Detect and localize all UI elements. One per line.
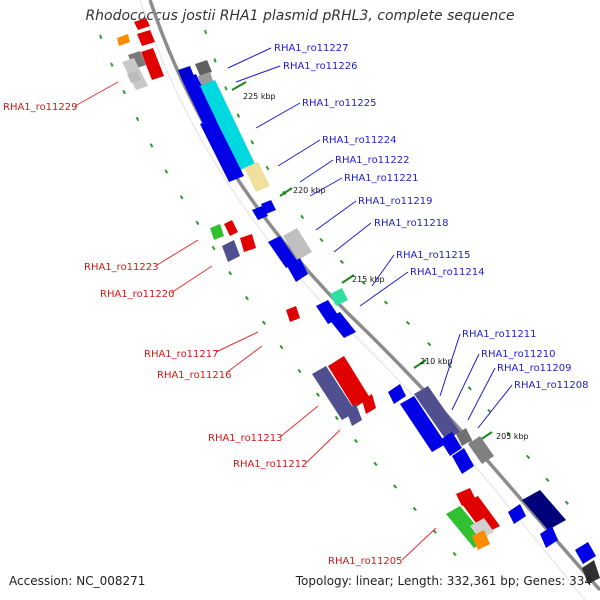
- gene-cluster-218[interactable]: [222, 228, 312, 282]
- accession-text: Accession: NC_008271: [9, 574, 146, 588]
- gene-cluster-top[interactable]: [117, 18, 164, 90]
- gene-label-ro11214[interactable]: RHA1_ro11214: [410, 267, 485, 278]
- gene-label-ro11221[interactable]: RHA1_ro11221: [344, 173, 419, 184]
- gene-label-ro11226[interactable]: RHA1_ro11226: [283, 61, 358, 72]
- gene-label-ro11224[interactable]: RHA1_ro11224: [322, 135, 397, 146]
- gene-label-ro11220[interactable]: RHA1_ro11220: [100, 289, 175, 300]
- gene-label-ro11212[interactable]: RHA1_ro11212: [233, 459, 308, 470]
- gene-cluster-213[interactable]: [312, 356, 376, 426]
- reverse-callout-lines: [74, 81, 437, 561]
- gene-label-ro11205[interactable]: RHA1_ro11205: [328, 556, 403, 567]
- sequence-summary-text: Topology: linear; Length: 332,361 bp; Ge…: [295, 574, 592, 588]
- scale-label-205: 205 kbp: [496, 432, 529, 441]
- gene-label-ro11223[interactable]: RHA1_ro11223: [84, 262, 159, 273]
- gene-label-ro11225[interactable]: RHA1_ro11225: [302, 98, 377, 109]
- gene-label-ro11229[interactable]: RHA1_ro11229: [3, 102, 78, 113]
- gene-cluster-215[interactable]: [286, 288, 356, 338]
- scale-label-225: 225 kbp: [243, 92, 276, 101]
- gene-label-ro11208[interactable]: RHA1_ro11208: [514, 380, 589, 391]
- gene-label-ro11227[interactable]: RHA1_ro11227: [274, 43, 349, 54]
- scale-label-215: 215 kbp: [352, 275, 385, 284]
- scale-label-220: 220 kbp: [293, 186, 326, 195]
- gene-cluster-220[interactable]: [210, 200, 276, 240]
- gene-label-ro11215[interactable]: RHA1_ro11215: [396, 250, 471, 261]
- gene-cluster-225[interactable]: [178, 60, 270, 192]
- gene-label-ro11209[interactable]: RHA1_ro11209: [497, 363, 572, 374]
- gene-label-ro11217[interactable]: RHA1_ro11217: [144, 349, 219, 360]
- gene-label-ro11219[interactable]: RHA1_ro11219: [358, 196, 433, 207]
- scale-label-210: 210 kbp: [420, 357, 453, 366]
- gene-label-ro11210[interactable]: RHA1_ro11210: [481, 349, 556, 360]
- gene-label-ro11211[interactable]: RHA1_ro11211: [462, 329, 537, 340]
- map-title: Rhodococcus jostii RHA1 plasmid pRHL3, c…: [85, 8, 515, 24]
- gene-cluster-205[interactable]: [446, 488, 600, 584]
- gene-label-ro11213[interactable]: RHA1_ro11213: [208, 433, 283, 444]
- gene-cluster-210[interactable]: [388, 384, 494, 474]
- outer-tick-track: [204, 29, 581, 519]
- gene-label-ro11218[interactable]: RHA1_ro11218: [374, 218, 449, 229]
- gene-label-ro11216[interactable]: RHA1_ro11216: [157, 370, 232, 381]
- forward-callout-lines: [227, 47, 513, 429]
- gene-label-ro11222[interactable]: RHA1_ro11222: [335, 155, 410, 166]
- scale-tick-group: [231, 81, 493, 441]
